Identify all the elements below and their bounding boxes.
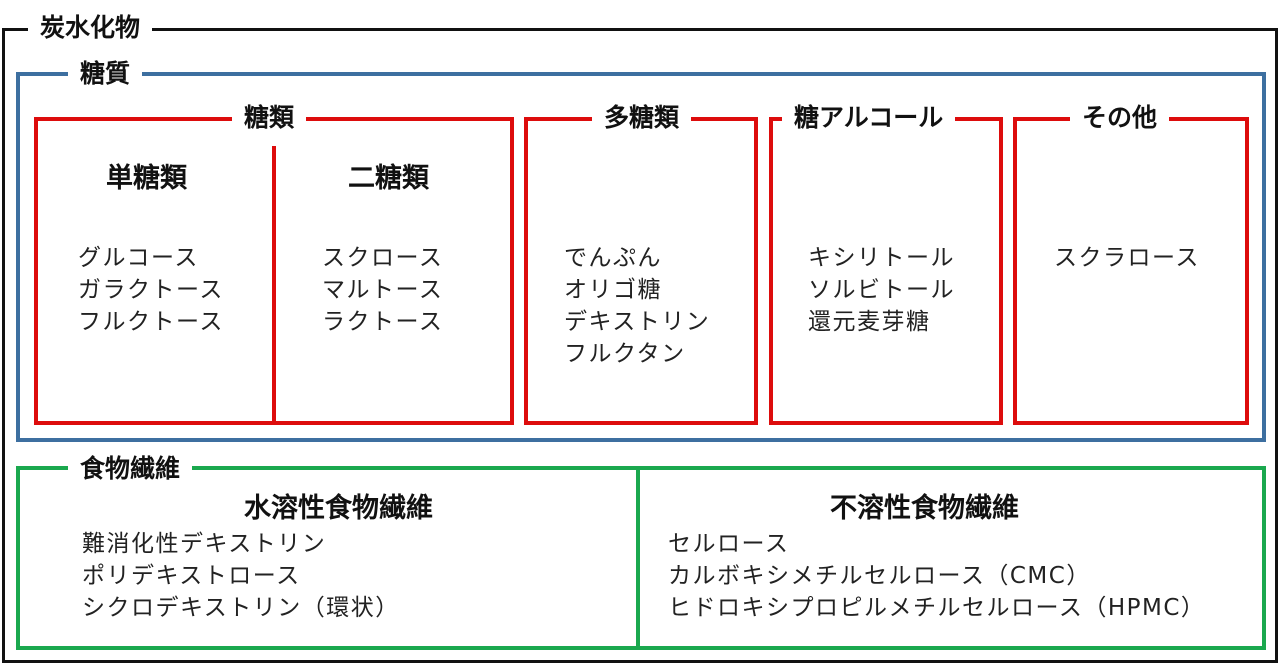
- carbohydrate-title: 炭水化物: [28, 15, 153, 40]
- list-item: スクラロース: [1054, 245, 1200, 271]
- others-title: その他: [1070, 105, 1170, 130]
- list-item: ソルビトール: [808, 277, 955, 303]
- sugars-title: 糖質: [68, 61, 143, 86]
- list-item: スクロース: [322, 245, 444, 271]
- others-list: スクラロース: [1054, 242, 1200, 274]
- list-item: 難消化性デキストリン: [82, 531, 327, 557]
- list-item: マルトース: [322, 277, 444, 303]
- list-item: シクロデキストリン（環状）: [82, 595, 400, 621]
- carbohydrate-frame: [2, 28, 1278, 663]
- fiber-title: 食物繊維: [68, 456, 193, 481]
- disaccharides-list: スクロース マルトース ラクトース: [322, 242, 443, 338]
- insoluble-fiber-list: セルロース カルボキシメチルセルロース（CMC） ヒドロキシプロピルメチルセルロ…: [668, 528, 1205, 624]
- sugar-alcohols-list: キシリトール ソルビトール 還元麦芽糖: [808, 242, 955, 338]
- list-item: ガラクトース: [78, 277, 224, 303]
- list-item: カルボキシメチルセルロース（CMC）: [668, 563, 1091, 589]
- list-item: ラクトース: [322, 309, 444, 335]
- polysaccharides-title: 多糖類: [592, 105, 692, 130]
- disaccharides-heading: 二糖類: [348, 163, 429, 194]
- monosaccharides-list: グルコース ガラクトース フルクトース: [78, 242, 224, 338]
- soluble-fiber-list: 難消化性デキストリン ポリデキストロース シクロデキストリン（環状）: [82, 528, 400, 624]
- list-item: セルロース: [668, 531, 790, 557]
- saccharides-title: 糖類: [232, 105, 307, 130]
- fiber-divider: [636, 470, 640, 646]
- list-item: フルクタン: [564, 341, 686, 367]
- sugar-alcohols-title: 糖アルコール: [782, 105, 956, 130]
- list-item: 還元麦芽糖: [808, 309, 931, 335]
- polysaccharides-list: でんぷん オリゴ糖 デキストリン フルクタン: [564, 242, 710, 370]
- sugars-frame: [16, 72, 1266, 442]
- list-item: デキストリン: [564, 309, 711, 335]
- list-item: ポリデキストロース: [82, 563, 301, 589]
- saccharides-divider: [272, 146, 276, 425]
- monosaccharides-heading: 単糖類: [106, 163, 187, 194]
- soluble-fiber-heading: 水溶性食物繊維: [244, 493, 433, 524]
- list-item: オリゴ糖: [564, 277, 662, 303]
- insoluble-fiber-heading: 不溶性食物繊維: [830, 493, 1019, 524]
- fiber-frame: [16, 466, 1266, 650]
- list-item: グルコース: [78, 245, 199, 271]
- list-item: キシリトール: [808, 245, 955, 271]
- list-item: でんぷん: [564, 245, 662, 271]
- list-item: フルクトース: [78, 309, 224, 335]
- list-item: ヒドロキシプロピルメチルセルロース（HPMC）: [668, 595, 1206, 621]
